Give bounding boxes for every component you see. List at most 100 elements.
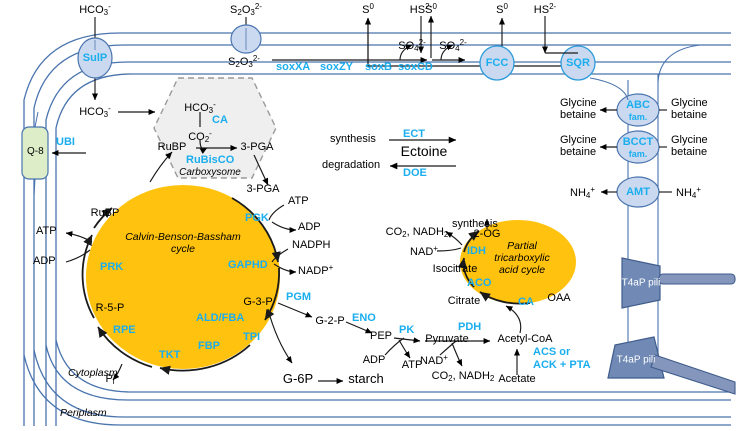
label-atp-pgk: ATP xyxy=(288,195,309,207)
label-starch: starch xyxy=(348,371,384,386)
calvin-arc-top-left xyxy=(93,207,113,229)
label-synthesis-ectoine: synthesis xyxy=(330,133,376,145)
outer-membrane-top xyxy=(23,32,731,426)
label-gb-in-2b: betaine xyxy=(671,146,708,158)
label-r5p: R-5-P xyxy=(95,302,125,314)
label-isocitrate: Isocitrate xyxy=(432,263,478,275)
arrow-g2p-to-pep xyxy=(345,321,373,334)
tca-cofactor-arrows xyxy=(436,218,490,252)
enzyme-gaphd: GAPHD xyxy=(228,259,268,271)
enzyme-ect: ECT xyxy=(403,128,425,140)
enzyme-soxzy: soxZY xyxy=(320,61,354,73)
transporter-sulp xyxy=(77,37,113,79)
enzyme-rpe: RPE xyxy=(113,324,136,336)
arrow-adp-to-pk xyxy=(384,337,405,356)
calvin-arc-left xyxy=(81,234,95,319)
pili-label-2: T4aP pili xyxy=(616,354,656,366)
ectoine-arrows xyxy=(389,136,457,170)
label-so4-b: SO42- xyxy=(439,38,467,53)
enzyme-aldfba: ALD/FBA xyxy=(196,312,245,324)
arrow-adp-out-pgk xyxy=(271,221,297,233)
label-atp-prk: ATP xyxy=(36,225,57,237)
enzyme-soxb: soxB xyxy=(365,61,392,73)
label-so4-a: SO42- xyxy=(398,38,426,53)
enzyme-doe: DOE xyxy=(403,167,427,179)
arrow-pk-to-atp xyxy=(398,339,411,359)
arrow-atp-out-prk xyxy=(65,230,93,243)
tca-arc-oaa-to-citrate xyxy=(479,291,531,305)
calvin-line1: Calvin-Benson-Bassham xyxy=(125,230,241,243)
enzyme-prk: PRK xyxy=(100,261,124,273)
label-pep: PEP xyxy=(369,330,393,342)
enzyme-tkt: TKT xyxy=(159,349,181,361)
calvin-arc-bottom xyxy=(159,344,251,375)
label-gb-in-1b: betaine xyxy=(671,109,708,121)
thiosulfate-arrows xyxy=(243,15,466,63)
label-gb-out-2b: betaine xyxy=(560,146,597,158)
inner-membrane-top xyxy=(45,61,731,426)
tca-line2: tricarboxylic xyxy=(494,251,550,264)
cell-envelope xyxy=(23,32,731,426)
enzyme-eno: ENO xyxy=(352,312,376,324)
label-acetate: Acetate xyxy=(498,373,536,385)
enzyme-ubi: UBI xyxy=(56,136,75,148)
label-3pga-carboxysome: 3-PGA xyxy=(240,141,274,153)
label-hs-a: HS2- xyxy=(409,2,433,16)
label-gb-out-1b: betaine xyxy=(560,109,597,121)
transporter-label-abc[interactable]: ABC xyxy=(626,99,650,111)
tca-line3: acid cycle xyxy=(498,264,546,277)
periplasm-outer-2 xyxy=(23,354,731,426)
transporter-fcc xyxy=(479,45,515,81)
inner-membrane-bottom xyxy=(55,73,731,426)
pili-body-2 xyxy=(607,336,665,379)
arrow-g3p-to-g6p xyxy=(267,308,293,364)
label-s0-a: S0 xyxy=(425,2,437,16)
label-degradation-ectoine: degradation xyxy=(322,159,381,171)
label-citrate: Citrate xyxy=(447,295,481,307)
calvin-cycle-shape xyxy=(86,185,280,369)
label-pyruvate: Pyruvate xyxy=(425,333,469,345)
transporter-label-fcc[interactable]: FCC xyxy=(485,57,509,69)
enzyme-ack-pta: ACK + PTA xyxy=(533,359,591,371)
arrow-atp-in-pgk xyxy=(268,204,285,221)
label-gb-in-2: Glycine xyxy=(671,134,708,146)
arrow-so4-a xyxy=(399,44,413,61)
transporter-label-amt[interactable]: AMT xyxy=(626,186,650,198)
label-q8: Q-8 xyxy=(27,146,44,157)
transporter-label-sqr[interactable]: SQR xyxy=(566,57,590,69)
calvin-line2: cycle xyxy=(171,243,195,255)
transporter-label-abc-fam[interactable]: fam. xyxy=(628,112,648,122)
transporter-sqr xyxy=(560,45,596,81)
pili-rod-1 xyxy=(658,273,736,285)
label-cytoplasm: Cytoplasm xyxy=(68,367,118,379)
enzyme-acs: ACS or xyxy=(533,346,571,358)
label-2og: 2-OG xyxy=(473,228,501,240)
calvin-arc-top-right xyxy=(231,197,281,263)
transporter-label-bcct[interactable]: BCCT xyxy=(622,136,654,148)
label-s2o3-top: S2O32- xyxy=(230,2,262,17)
enzyme-ca-tca: CA xyxy=(518,296,534,308)
label-acetylcoa: Acetyl-CoA xyxy=(497,333,553,345)
label-hco3-cytoplasm: HCO3- xyxy=(79,104,111,119)
tca-arrows xyxy=(457,230,531,305)
arrow-3pga-out xyxy=(253,154,269,186)
label-nadph: NADPH xyxy=(292,239,331,251)
calvin-cycle-arrows xyxy=(81,197,281,375)
label-atp-pk: ATP xyxy=(401,359,423,371)
tca-arc-citrate-to-isocitrate xyxy=(457,257,475,288)
label-nad-idh: NAD+ xyxy=(410,244,438,258)
label-co2nadh-pdh: CO2, NADH2 xyxy=(431,370,495,383)
transporter-label-sulp[interactable]: SulP xyxy=(82,52,108,64)
tca-line1: Partial xyxy=(507,239,537,252)
pili-group-2 xyxy=(607,336,736,395)
enzyme-pdh: PDH xyxy=(458,321,482,333)
pili-group-1 xyxy=(621,257,736,309)
enzyme-idh: IDH xyxy=(467,245,486,257)
tca-cycle-shape xyxy=(460,220,576,304)
transporter-label-bcct-fam[interactable]: fam. xyxy=(628,149,648,159)
enzyme-pk: PK xyxy=(399,324,415,336)
label-adp-prk: ADP xyxy=(33,255,56,267)
